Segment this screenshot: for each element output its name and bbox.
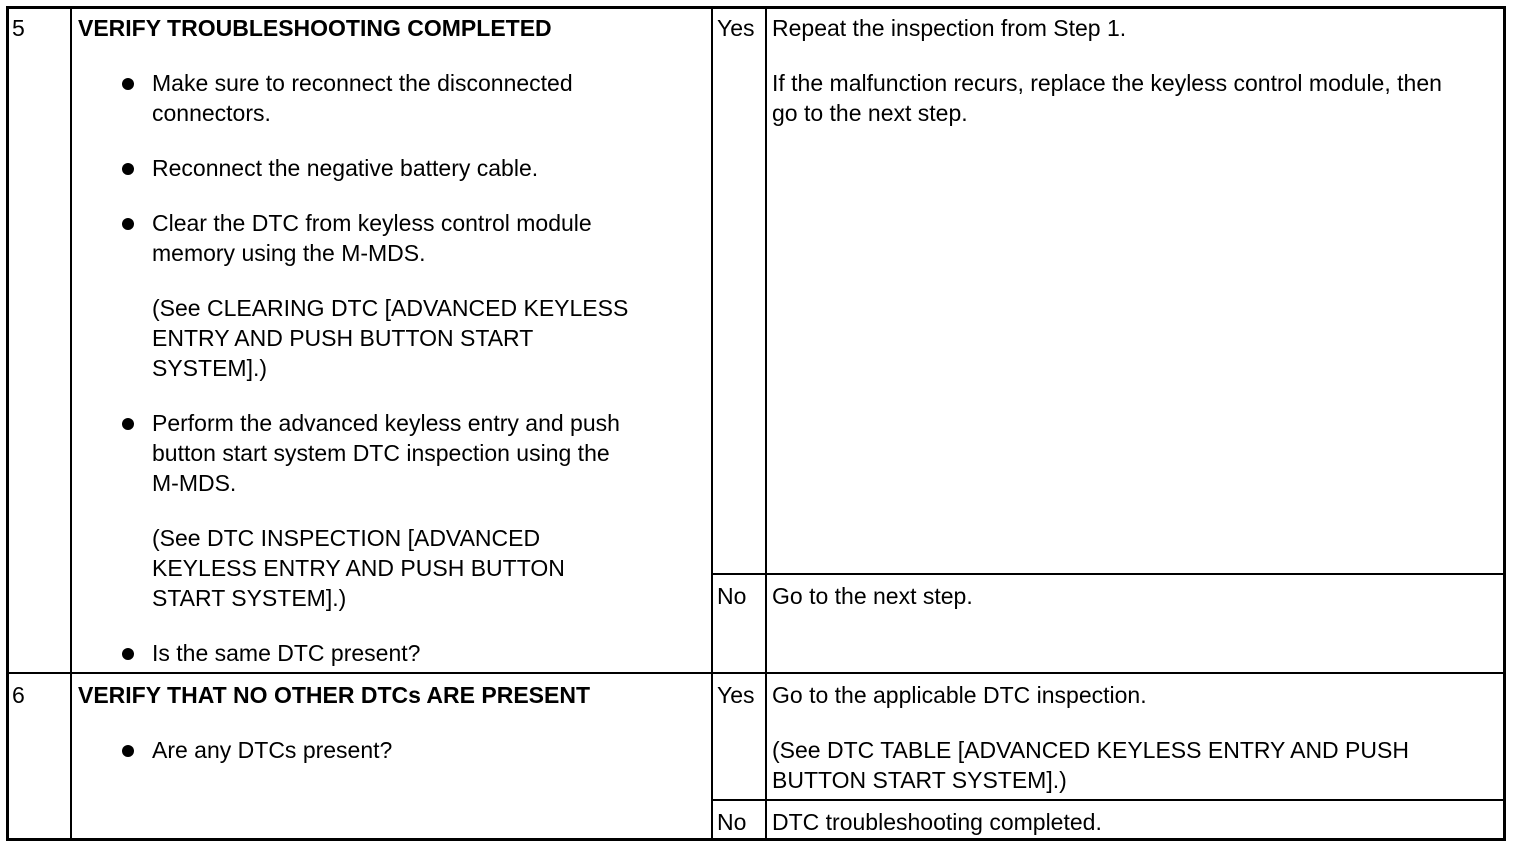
answer-no: No [717, 583, 747, 609]
col-divider-step [70, 9, 72, 838]
col-divider-action [711, 9, 713, 838]
col-divider-answer [765, 9, 767, 838]
answer-yes: Yes [717, 15, 755, 41]
result-line: DTC troubleshooting completed. [772, 809, 1102, 835]
result-line: Go to the applicable DTC inspection. [772, 682, 1147, 708]
result-line: (See DTC TABLE [ADVANCED KEYLESS ENTRY A… [772, 737, 1409, 763]
step-title: VERIFY THAT NO OTHER DTCs ARE PRESENT [78, 682, 591, 708]
step-item-line: connectors. [152, 100, 271, 126]
answer-no: No [717, 809, 747, 835]
row-divider-step5-step6 [9, 672, 1506, 674]
step-item-line: Is the same DTC present? [152, 640, 421, 666]
step-item-note-line: SYSTEM].) [152, 355, 268, 381]
step-item-line: button start system DTC inspection using… [152, 440, 610, 466]
step-item-line: Clear the DTC from keyless control modul… [152, 210, 592, 236]
result-line: Repeat the inspection from Step 1. [772, 15, 1127, 41]
bullet-icon [122, 745, 134, 757]
result-line: Go to the next step. [772, 583, 973, 609]
step-item-note-line: ENTRY AND PUSH BUTTON START [152, 325, 534, 351]
step-item-line: memory using the M-MDS. [152, 240, 426, 266]
bullet-icon [122, 418, 134, 430]
step-item-line: Make sure to reconnect the disconnected [152, 70, 573, 96]
answer-yes: Yes [717, 682, 755, 708]
step-item-line: Reconnect the negative battery cable. [152, 155, 539, 181]
result-line: go to the next step. [772, 100, 968, 126]
result-line: BUTTON START SYSTEM].) [772, 767, 1067, 793]
step-item-note-line: (See DTC INSPECTION [ADVANCED [152, 525, 541, 551]
troubleshooting-table: 5 VERIFY TROUBLESHOOTING COMPLETED Make … [6, 6, 1506, 841]
step-item-note-line: (See CLEARING DTC [ADVANCED KEYLESS [152, 295, 629, 321]
step-item-line: Perform the advanced keyless entry and p… [152, 410, 620, 436]
bullet-icon [122, 218, 134, 230]
row-divider-step6-yes-no [711, 799, 1506, 801]
bullet-icon [122, 648, 134, 660]
step-item-note-line: KEYLESS ENTRY AND PUSH BUTTON [152, 555, 565, 581]
step-item-line: Are any DTCs present? [152, 737, 393, 763]
bullet-icon [122, 78, 134, 90]
result-line: If the malfunction recurs, replace the k… [772, 70, 1442, 96]
step-number: 6 [12, 682, 25, 708]
step-number: 5 [12, 15, 25, 41]
step-item-note-line: START SYSTEM].) [152, 585, 347, 611]
step-item-line: M-MDS. [152, 470, 237, 496]
row-divider-step5-yes-no [711, 573, 1506, 575]
bullet-icon [122, 163, 134, 175]
step-title: VERIFY TROUBLESHOOTING COMPLETED [78, 15, 552, 41]
